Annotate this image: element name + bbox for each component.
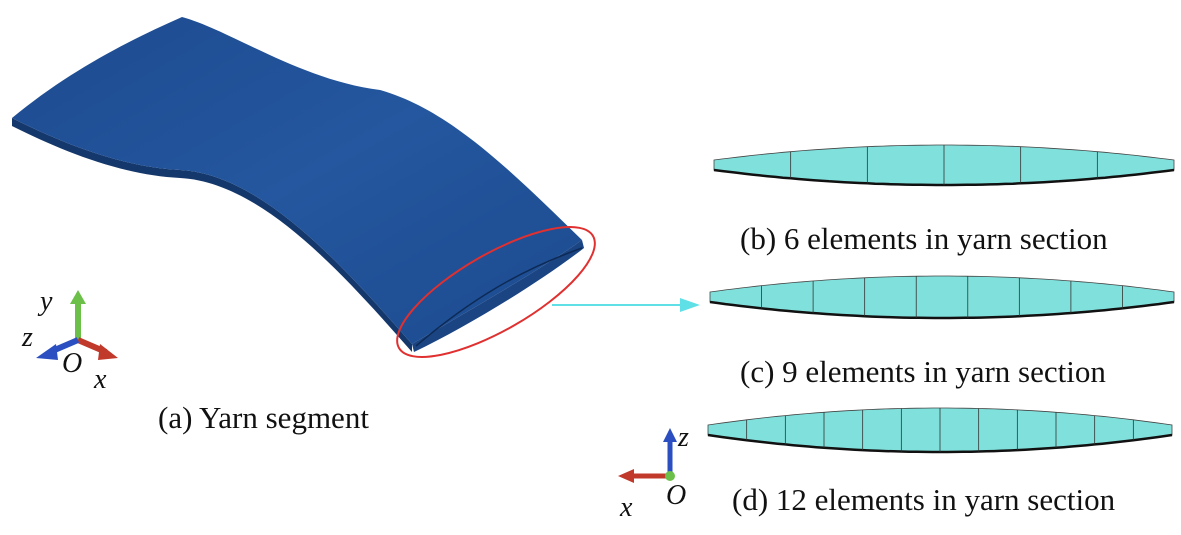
yarn-section-d bbox=[707, 407, 1173, 454]
triad-3d: y z O x bbox=[21, 286, 118, 395]
axis-z-label: z bbox=[21, 322, 33, 353]
section-outline bbox=[709, 275, 1175, 319]
axis-y-label: y bbox=[37, 286, 53, 317]
yarn-section-c bbox=[709, 275, 1175, 320]
axis-x2-arrow bbox=[618, 469, 634, 483]
caption-b: (b) 6 elements in yarn section bbox=[740, 221, 1108, 256]
origin-label: O bbox=[62, 348, 82, 379]
yarn-section-b bbox=[713, 144, 1175, 187]
axis-x-arrow bbox=[98, 344, 118, 360]
caption-c: (c) 9 elements in yarn section bbox=[740, 354, 1106, 389]
yarn-end-face-curve bbox=[415, 247, 583, 347]
origin2-label: O bbox=[666, 480, 686, 511]
section-bottom-edge bbox=[709, 300, 1175, 320]
pointer-arrow bbox=[552, 298, 700, 312]
caption-a: (a) Yarn segment bbox=[158, 400, 369, 435]
axis-y-arrow bbox=[70, 290, 86, 304]
axis-z2-arrow bbox=[663, 428, 677, 442]
axis-x-label: x bbox=[93, 364, 107, 395]
highlight-ellipse bbox=[396, 226, 596, 358]
yarn-sections bbox=[707, 144, 1175, 454]
triad-2d: z O x bbox=[618, 422, 689, 523]
axis-z-arrow bbox=[36, 344, 58, 360]
yarn-top-face bbox=[12, 17, 582, 344]
yarn-side-face bbox=[12, 118, 412, 352]
axis-x2-label: x bbox=[619, 492, 633, 523]
yarn-segment bbox=[12, 17, 584, 352]
yarn-end-face bbox=[412, 240, 584, 352]
axis-z2-label: z bbox=[677, 422, 689, 453]
origin-dot bbox=[665, 471, 675, 481]
caption-d: (d) 12 elements in yarn section bbox=[732, 482, 1116, 517]
